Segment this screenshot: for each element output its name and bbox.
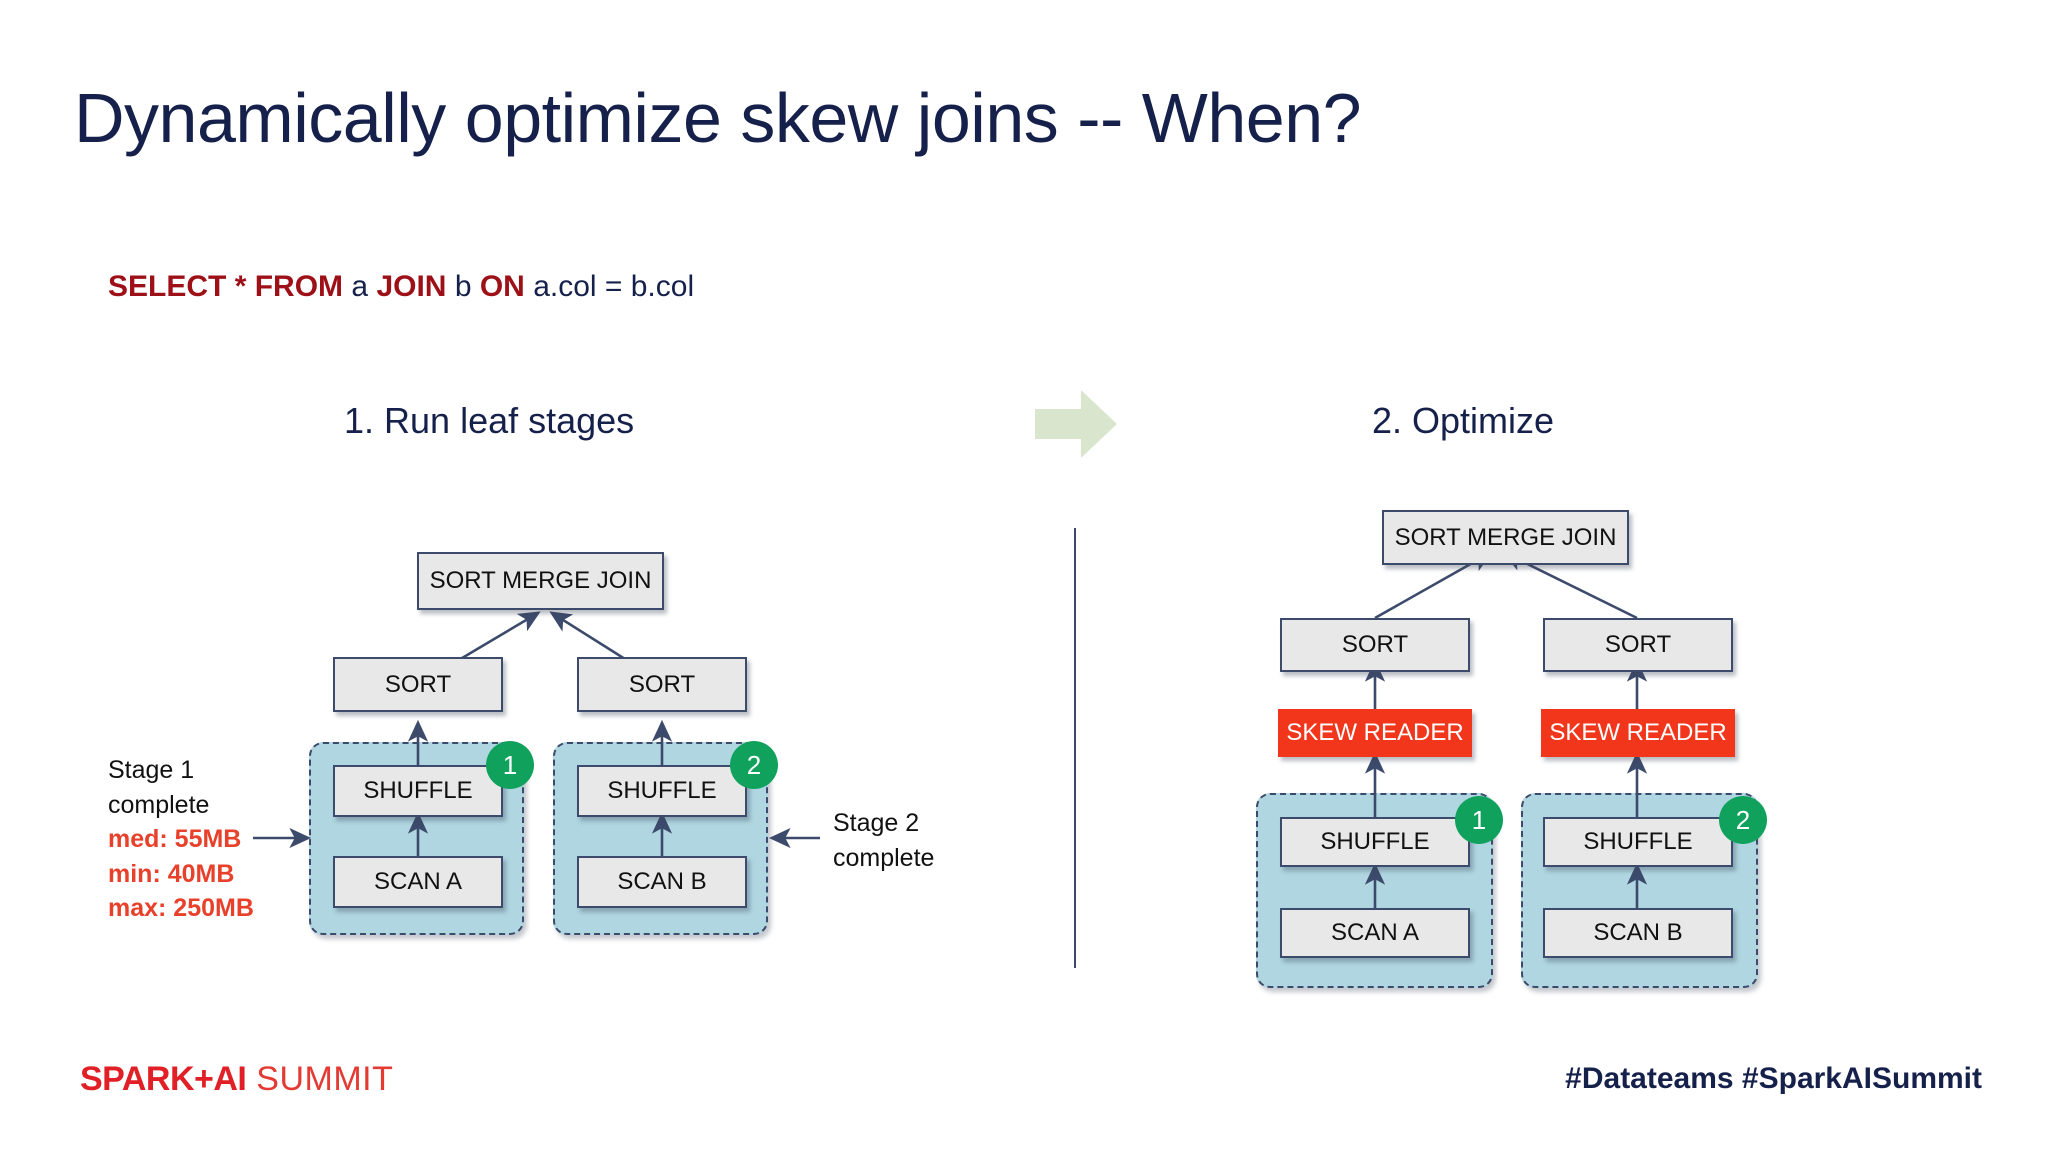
plan-node-shuffle-right-a[interactable]: SHUFFLE (1280, 817, 1470, 867)
stage-badge-1-right: 1 (1455, 796, 1503, 844)
annotation-stage-1-complete: Stage 1 complete med: 55MB min: 40MB max… (108, 753, 254, 926)
plan-node-sort-merge-join-left[interactable]: SORT MERGE JOIN (417, 552, 664, 610)
section-heading-optimize: 2. Optimize (1372, 400, 1555, 441)
section-heading-run-leaf-stages: 1. Run leaf stages (344, 400, 635, 441)
plan-node-shuffle-right-b[interactable]: SHUFFLE (1543, 817, 1733, 867)
plan-node-skew-reader-a[interactable]: SKEW READER (1278, 709, 1472, 757)
vertical-divider (1074, 528, 1076, 968)
plan-node-sort-right-b[interactable]: SORT (1543, 618, 1733, 672)
sql-token-star: * (234, 270, 247, 303)
stage-badge-1-left: 1 (486, 741, 534, 789)
plan-node-sort-merge-join-right[interactable]: SORT MERGE JOIN (1382, 510, 1629, 565)
sql-token-table-a: a (351, 270, 369, 303)
annotation-stage2-line2: complete (833, 843, 935, 872)
annotation-stage1-line2: complete (108, 790, 210, 819)
sql-token-table-b: b (454, 270, 472, 303)
plan-node-scan-a-right[interactable]: SCAN A (1280, 908, 1470, 958)
logo-text-bold: SPARK+AI (80, 1060, 247, 1098)
sql-token-select: SELECT (108, 270, 227, 303)
plan-node-sort-left-a[interactable]: SORT (333, 657, 503, 712)
annotation-stage1-line1: Stage 1 (108, 756, 195, 784)
plan-node-scan-a-left[interactable]: SCAN A (333, 856, 503, 908)
sql-statement: SELECT * FROM a JOIN b ON a.col = b.col (108, 270, 694, 304)
annotation-stage-2-complete: Stage 2 complete (833, 806, 934, 875)
plan-node-shuffle-left-a[interactable]: SHUFFLE (333, 765, 503, 817)
plan-node-scan-b-right[interactable]: SCAN B (1543, 908, 1733, 958)
footer-hashtags: #Datateams #SparkAISummit (1565, 1062, 1982, 1095)
annotation-stage1-min: min: 40MB (108, 859, 235, 888)
stage-badge-2-left: 2 (730, 741, 778, 789)
sql-token-from: FROM (254, 270, 344, 303)
annotation-stage1-med: med: 55MB (108, 825, 242, 853)
page-title: Dynamically optimize skew joins -- When? (74, 79, 1362, 157)
logo-text-light: SUMMIT (246, 1060, 394, 1098)
stage-badge-2-right: 2 (1719, 796, 1767, 844)
sql-token-join: JOIN (376, 270, 447, 303)
spark-ai-summit-logo: SPARK+AI SUMMIT (80, 1060, 393, 1099)
plan-node-scan-b-left[interactable]: SCAN B (577, 856, 747, 908)
right-arrow-icon (1035, 390, 1117, 458)
plan-node-sort-left-b[interactable]: SORT (577, 657, 747, 712)
plan-node-shuffle-left-b[interactable]: SHUFFLE (577, 765, 747, 817)
annotation-stage2-line1: Stage 2 (833, 809, 920, 837)
plan-node-sort-right-a[interactable]: SORT (1280, 618, 1470, 672)
plan-node-skew-reader-b[interactable]: SKEW READER (1541, 709, 1735, 757)
sql-token-on: ON (479, 270, 525, 303)
annotation-stage1-max: max: 250MB (108, 894, 254, 922)
sql-token-predicate: a.col = b.col (533, 270, 695, 303)
